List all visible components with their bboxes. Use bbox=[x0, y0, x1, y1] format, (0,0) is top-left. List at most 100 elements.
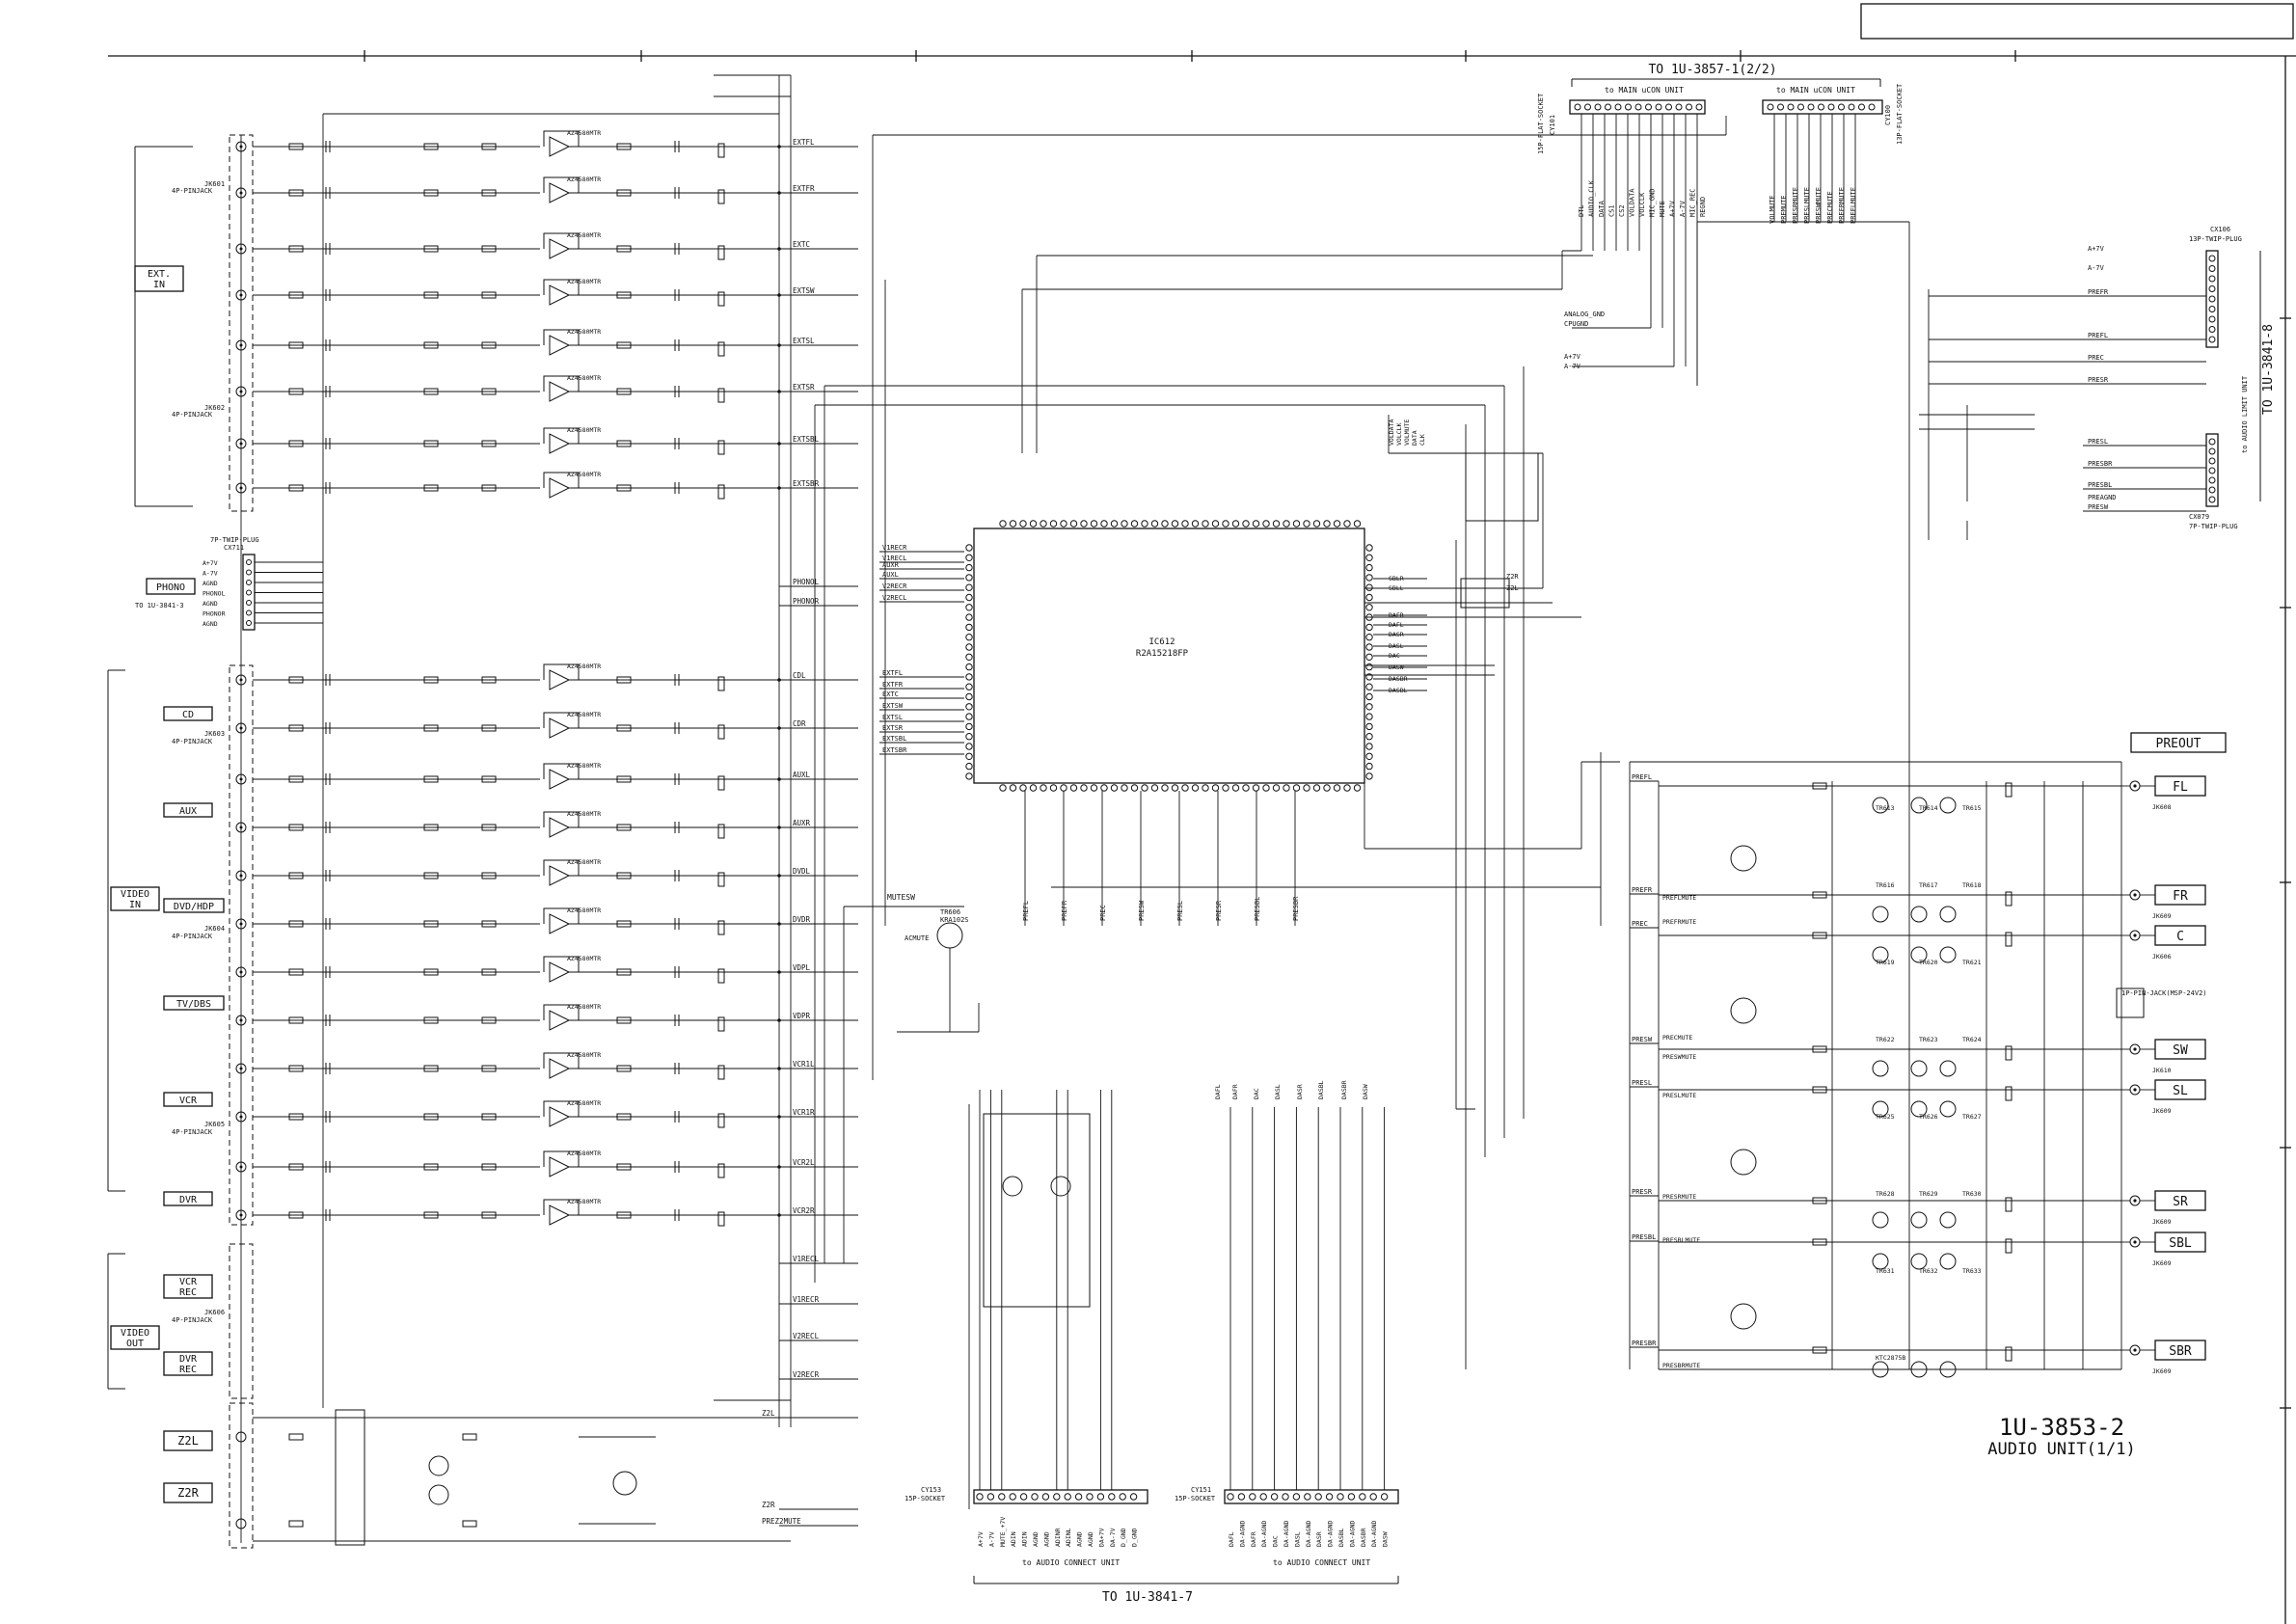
ic-pin-icon bbox=[1019, 520, 1027, 528]
input-jack-icon bbox=[235, 187, 247, 199]
op-amp-part: AZ4580MTR bbox=[567, 374, 601, 382]
ic-pin-icon bbox=[1365, 604, 1373, 611]
bus-label-z2l: Z2L bbox=[762, 1409, 775, 1418]
connector-pin-icon bbox=[1645, 103, 1652, 111]
op-amp-part: AZ4580MTR bbox=[567, 663, 601, 670]
resistor-icon bbox=[1812, 891, 1827, 899]
resistor-icon bbox=[481, 143, 497, 150]
input-jack-icon bbox=[235, 822, 247, 833]
ic-top-pin-label: CLK bbox=[1418, 434, 1426, 446]
op-amp-part: AZ4580MTR bbox=[567, 1198, 601, 1205]
label-video-in-1: VIDEO bbox=[121, 889, 149, 900]
ic-pin-icon bbox=[1365, 722, 1373, 731]
resistor-icon bbox=[288, 341, 304, 349]
tr605-transistor bbox=[612, 1471, 637, 1496]
label-video-out-2: OUT bbox=[126, 1339, 144, 1349]
resistor-icon bbox=[481, 724, 497, 732]
ic-pin-icon bbox=[965, 703, 973, 711]
ic-pin-icon bbox=[1252, 520, 1260, 528]
cy151-pin-label: DA-AGND bbox=[1283, 1521, 1290, 1547]
resistor-icon bbox=[288, 1520, 304, 1528]
resistor-icon bbox=[481, 824, 497, 831]
op-amp-part: AZ4580MTR bbox=[567, 955, 601, 962]
ic-pin-icon bbox=[965, 743, 973, 750]
cy153-pin-label: ADIN bbox=[1010, 1531, 1017, 1547]
ic-pin-icon bbox=[965, 772, 973, 780]
label-dvr-rec-1: DVR bbox=[179, 1354, 198, 1365]
label-phono-sub: TO 1U-3841-3 bbox=[135, 602, 184, 609]
resistor-icon bbox=[423, 1113, 439, 1121]
ic-pin-icon bbox=[1365, 623, 1373, 632]
right-pin-label: PRESBL bbox=[2088, 481, 2112, 489]
phono-pin-label: AGND bbox=[203, 620, 218, 628]
connector-pin-icon bbox=[1634, 103, 1642, 111]
top-left-pin-label: A-7V bbox=[1679, 200, 1687, 217]
connector-pin-icon bbox=[1086, 1493, 1094, 1501]
resistor-icon bbox=[481, 245, 497, 253]
op-amp-icon bbox=[549, 1204, 571, 1226]
resistor-icon bbox=[717, 724, 725, 740]
ic-left-pin-label: V1RECR bbox=[882, 544, 907, 552]
cy101-name: CY101 bbox=[1549, 115, 1556, 135]
preout-jack-name: JK609 bbox=[2152, 1107, 2172, 1115]
ic-pin-icon bbox=[1303, 784, 1310, 792]
connector-pin-icon bbox=[1838, 103, 1845, 111]
ic-left-pin-label: AUXL bbox=[882, 571, 899, 579]
top-to-label: TO 1U-3857-1(2/2) bbox=[1648, 63, 1776, 77]
transistor-icon bbox=[1872, 1060, 1889, 1077]
cy153-sub: to AUDIO CONNECT UNIT bbox=[1022, 1558, 1120, 1567]
jack-jk604: JK604 bbox=[204, 925, 225, 933]
resistor-icon bbox=[616, 1211, 632, 1219]
cx079-type: 7P-TWIP-PLUG bbox=[2189, 523, 2238, 530]
mute-transistor-box bbox=[983, 1113, 1091, 1308]
dac-line-label: DASR bbox=[1296, 1084, 1304, 1099]
ic-pin-icon bbox=[1312, 520, 1321, 528]
connector-pin-icon bbox=[1282, 1493, 1289, 1501]
resistor-icon bbox=[717, 245, 725, 260]
cy151-pin-label: DAC bbox=[1272, 1535, 1280, 1547]
resistor-icon bbox=[717, 1065, 725, 1080]
resistor-icon bbox=[288, 484, 304, 492]
ic-pin-icon bbox=[1029, 784, 1038, 792]
transistor-name: TR624 bbox=[1962, 1036, 1982, 1043]
pre-label-presbl: PRESBL bbox=[1632, 1233, 1656, 1241]
cy151-pin-label: DASBL bbox=[1337, 1528, 1345, 1547]
label-video-out-1: VIDEO bbox=[121, 1328, 149, 1339]
ic-pin-icon bbox=[1171, 520, 1179, 528]
transistor-name: TR620 bbox=[1919, 959, 1938, 966]
ic-pin-icon bbox=[1202, 520, 1209, 528]
resistor-icon bbox=[616, 968, 632, 976]
transistor-icon bbox=[1872, 946, 1889, 963]
phono-pin-label: PHONOL bbox=[203, 590, 226, 598]
ic-pin-icon bbox=[999, 520, 1007, 528]
resistor-icon bbox=[481, 291, 497, 299]
transistor-name: TR613 bbox=[1876, 804, 1895, 812]
bottom-to-label: TO 1U-3841-7 bbox=[1102, 1590, 1193, 1605]
connector-pin-icon bbox=[1807, 103, 1815, 111]
preout-channel-c: C bbox=[2176, 930, 2184, 944]
bus-label-phonor: PHONOR bbox=[793, 597, 820, 606]
pre-label-prec: PREC bbox=[1632, 920, 1648, 928]
ic-pin-icon bbox=[1181, 520, 1189, 528]
resistor-icon bbox=[616, 1065, 632, 1072]
ic-pin-icon bbox=[1343, 520, 1351, 528]
tr606-type: KRA102S bbox=[940, 916, 969, 924]
label-vcr-rec-1: VCR bbox=[179, 1277, 198, 1287]
ic612-name: IC612 bbox=[1148, 637, 1175, 647]
ic-pin-icon bbox=[1069, 520, 1078, 528]
connector-pin-icon bbox=[1041, 1493, 1050, 1501]
resistor-icon bbox=[616, 724, 632, 732]
transistor-icon bbox=[1910, 797, 1928, 814]
ic-left-pin-label: EXTSBL bbox=[882, 735, 906, 743]
dac-line-label: DAFR bbox=[1231, 1084, 1239, 1099]
op-amp-icon bbox=[549, 433, 571, 454]
ic-pin-icon bbox=[1365, 733, 1373, 741]
bus-label-cdl: CDL bbox=[793, 671, 806, 680]
connector-pin-icon bbox=[1848, 103, 1855, 111]
resistor-icon bbox=[462, 1520, 477, 1528]
connector-pin-icon bbox=[2208, 275, 2216, 283]
preout-channel-sbr: SBR bbox=[2169, 1344, 2192, 1359]
top-left-sub: to MAIN uCON UNIT bbox=[1605, 86, 1684, 95]
ic-bottom-pin-label: PRESL bbox=[1176, 901, 1184, 921]
resistor-icon bbox=[717, 824, 725, 839]
